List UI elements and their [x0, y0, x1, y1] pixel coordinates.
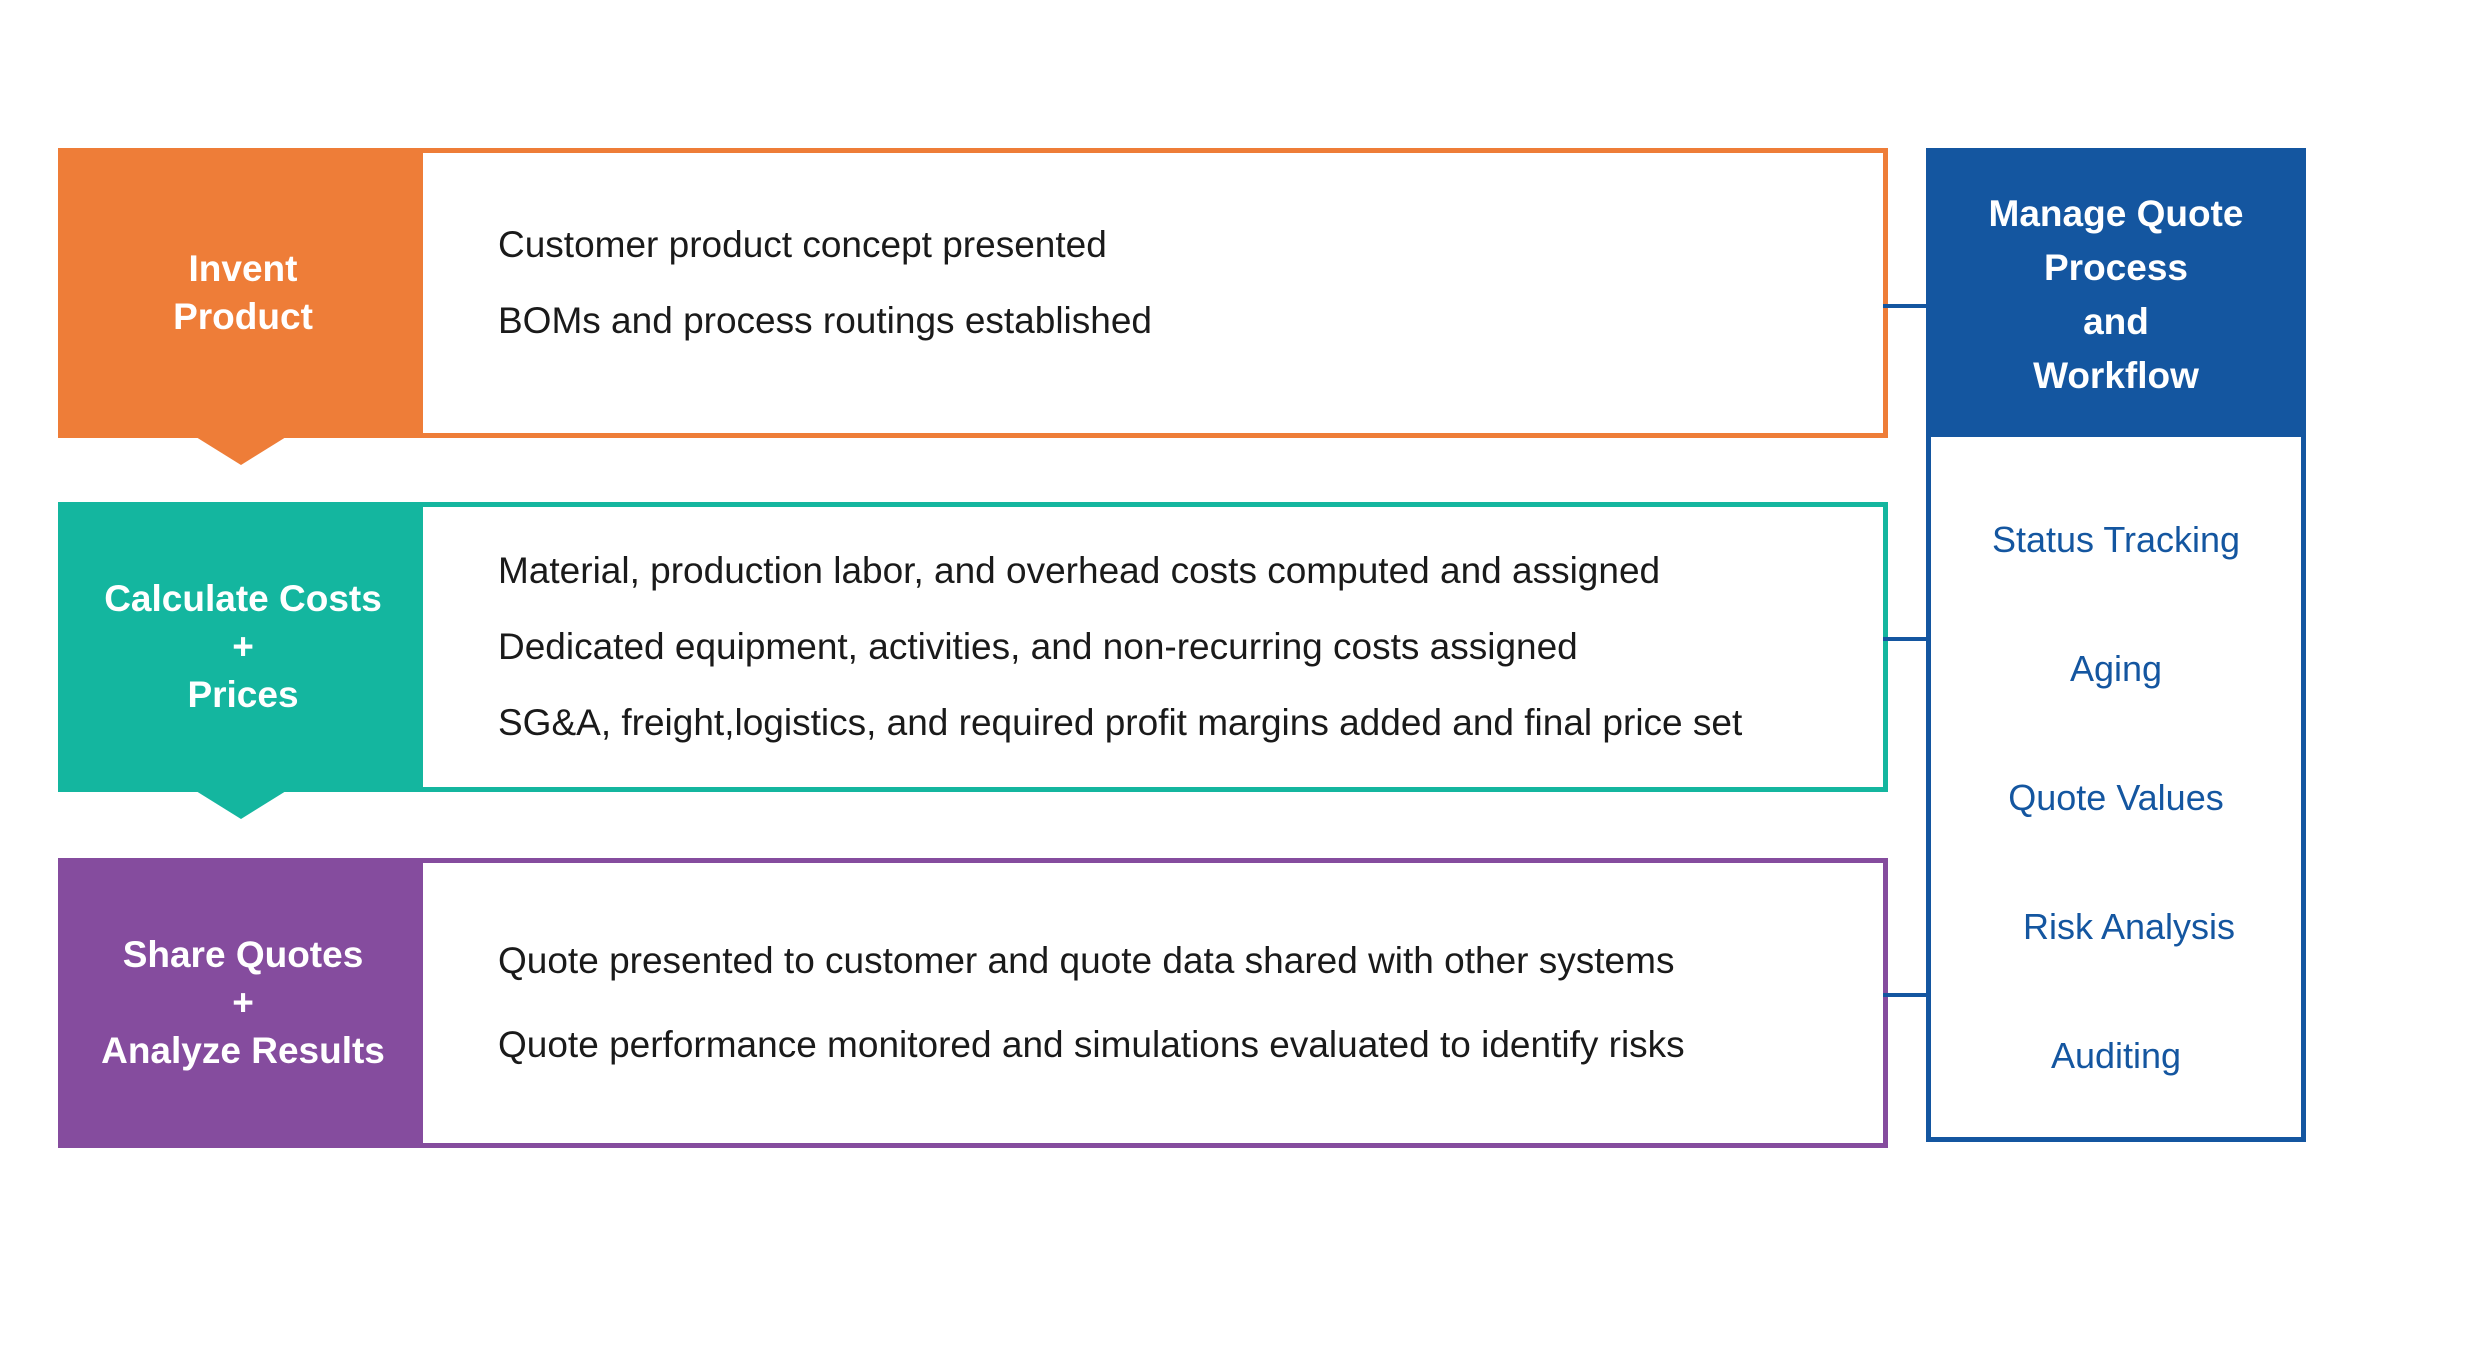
stage-label-calculate-costs: Calculate Costs + Prices: [63, 507, 423, 787]
stage-body-calculate-costs: Material, production labor, and overhead…: [498, 507, 1863, 787]
manage-item-status-tracking: Status Tracking: [1991, 519, 2241, 560]
stage-body-share-quotes: Quote presented to customer and quote da…: [498, 863, 1863, 1143]
manage-item-aging: Aging: [2069, 648, 2163, 689]
manage-quote-panel: Manage Quote Process and Workflow Status…: [1926, 148, 2306, 1142]
manage-item-quote-values: Quote Values: [2008, 777, 2224, 818]
manage-item-risk-analysis: Risk Analysis: [2022, 906, 2236, 947]
stage-item: Material, production labor, and overhead…: [498, 550, 1661, 591]
stage-item: Quote performance monitored and simulati…: [498, 1024, 1685, 1065]
connector-line: [1883, 637, 1933, 641]
stage-body-invent-product: Customer product concept presented BOMs …: [498, 133, 1863, 433]
stage-item: Customer product concept presented: [498, 224, 1107, 265]
stage-item: Dedicated equipment, activities, and non…: [498, 626, 1578, 667]
manage-title-line: Manage Quote: [1988, 193, 2244, 234]
stage-invent-product: Invent Product Customer product concept …: [58, 148, 1888, 438]
stage-label-line: Invent: [188, 248, 298, 289]
stage-label-line: Share Quotes: [122, 934, 364, 975]
stage-label-line: Prices: [187, 674, 299, 715]
stage-item: Quote presented to customer and quote da…: [498, 940, 1675, 981]
manage-title-line: Workflow: [2033, 355, 2199, 396]
stage-item: SG&A, freight,logistics, and required pr…: [498, 702, 1743, 743]
manage-title-line: Process: [2044, 247, 2188, 288]
connector-line: [1883, 993, 1933, 997]
stage-label-line: Product: [173, 296, 313, 337]
stage-calculate-costs: Calculate Costs + Prices Material, produ…: [58, 502, 1888, 792]
stage-label-invent-product: Invent Product: [63, 153, 423, 433]
manage-item-auditing: Auditing: [2050, 1035, 2182, 1076]
stage-label-share-quotes: Share Quotes + Analyze Results: [63, 863, 423, 1143]
stage-label-line: +: [232, 982, 254, 1023]
stage-share-quotes: Share Quotes + Analyze Results Quote pre…: [58, 858, 1888, 1148]
stage-label-line: Calculate Costs: [104, 578, 382, 619]
manage-quote-header: Manage Quote Process and Workflow: [1931, 153, 2301, 437]
stage-arrow-down-icon: [196, 437, 286, 465]
stage-label-line: +: [232, 626, 254, 667]
connector-line: [1883, 304, 1933, 308]
stage-item: BOMs and process routings established: [498, 300, 1153, 341]
stage-label-line: Analyze Results: [101, 1030, 385, 1071]
stage-arrow-down-icon: [196, 791, 286, 819]
manage-title-line: and: [2083, 301, 2149, 342]
